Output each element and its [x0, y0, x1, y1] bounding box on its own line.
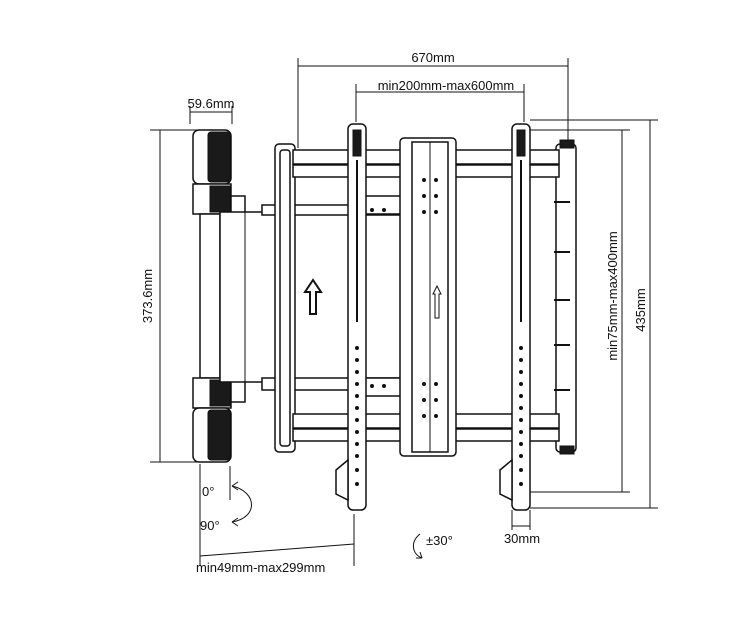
label-hole-spacing-horizontal: min200mm-max600mm [378, 78, 515, 93]
articulating-arm [219, 195, 417, 397]
right-vertical-tv-arm [499, 123, 531, 511]
dimension-total-height: 435mm [530, 119, 658, 509]
tilt-indicator: 0° 90° [200, 466, 252, 533]
label-tilt-top: 0° [202, 484, 214, 499]
label-hole-spacing-vertical: min75mm-max400mm [605, 231, 620, 360]
left-vertical-tv-arm [335, 123, 367, 511]
dimension-wall-plate-height: 373.6mm [140, 129, 200, 463]
dimension-hole-spacing-vertical: min75mm-max400mm [530, 129, 630, 493]
label-tilt-bottom: 90° [200, 518, 220, 533]
label-depth: min49mm-max299mm [196, 560, 325, 575]
up-arrow-icon [303, 278, 323, 315]
swivel-indicator: ±30° [413, 533, 453, 559]
label-total-height: 435mm [633, 288, 648, 331]
wall-plate [192, 129, 246, 463]
label-wall-plate-width: 59.6mm [188, 96, 235, 111]
dimension-arm-width: 30mm [504, 510, 540, 546]
label-swivel: ±30° [426, 533, 453, 548]
dimension-wall-plate-width: 59.6mm [188, 96, 235, 124]
label-arm-width: 30mm [504, 531, 540, 546]
dimension-total-width: 670mm [297, 50, 569, 148]
label-total-width: 670mm [411, 50, 454, 65]
dimension-depth: min49mm-max299mm [196, 464, 355, 575]
label-wall-plate-height: 373.6mm [140, 269, 155, 323]
dimension-hole-spacing-horizontal: min200mm-max600mm [355, 78, 525, 122]
